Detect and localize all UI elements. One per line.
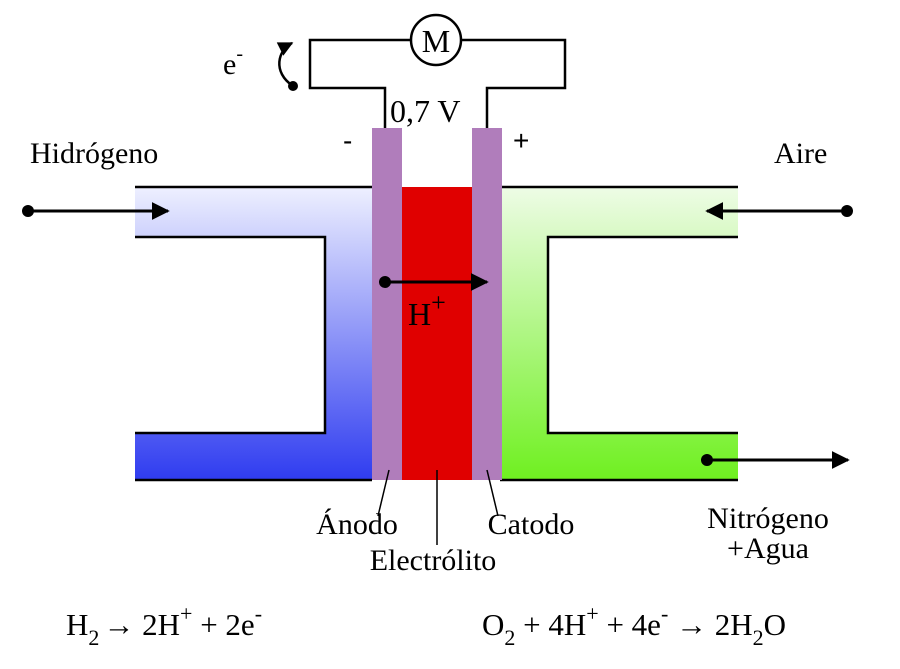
anode-label: Ánodo	[316, 508, 398, 541]
output-label-line2: +Agua	[727, 532, 809, 565]
output-label-line1: Nitrógeno	[707, 502, 829, 535]
hydrogen-channel	[135, 187, 372, 480]
air-channel-outline	[500, 185, 738, 482]
air-channel	[500, 187, 738, 480]
electrolyte-label: Electrólito	[370, 544, 497, 577]
anode-leader-line	[377, 469, 390, 517]
air-input-label: Aire	[774, 137, 827, 170]
motor-label: M	[422, 23, 450, 59]
cathode-equation: O2 + 4H+ + 4e- → 2H2O	[482, 601, 786, 650]
cathode-polarity: +	[513, 125, 529, 156]
proton-label: H+	[408, 288, 446, 332]
voltage-label: 0,7 V	[390, 93, 461, 129]
hydrogen-input-label: Hidrógeno	[30, 137, 158, 170]
cathode-leader-line	[486, 469, 499, 517]
electron-flow-dot	[288, 81, 298, 91]
electron-label: e-	[223, 43, 243, 81]
hydrogen-channel-outline	[135, 185, 372, 482]
anode-equation: H2→ 2H+ + 2e-	[66, 601, 262, 650]
anode-polarity: -	[343, 125, 352, 156]
electrolyte-layer	[402, 187, 472, 480]
electron-flow-arrow	[276, 41, 294, 88]
cathode-label: Catodo	[488, 508, 575, 541]
anode-electrode	[372, 128, 402, 480]
cathode-electrode	[472, 128, 502, 480]
motor-symbol	[409, 13, 463, 67]
external-circuit-wire	[308, 38, 567, 128]
